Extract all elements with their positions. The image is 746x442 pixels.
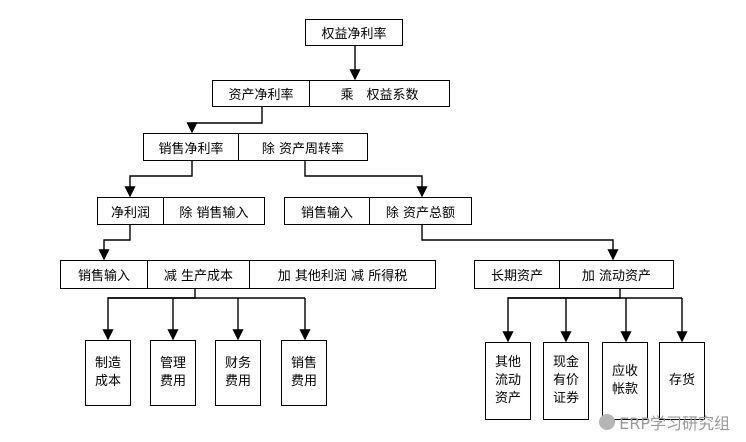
netprofit-sales-box: 净利润 除 销售输入 <box>97 197 265 225</box>
watermark-text: ERP学习研究组 <box>619 414 730 433</box>
plus-other-minus-tax-label: 加 其他利润 减 所得税 <box>249 261 435 288</box>
income-breakdown-box: 销售输入 减 生产成本 加 其他利润 减 所得税 <box>60 260 436 289</box>
roa-label: 资产净利率 <box>228 88 294 103</box>
long-term-assets-label: 长期资产 <box>490 269 543 284</box>
connector-totalassets-to-assets <box>421 224 619 261</box>
leaf-accounts-receivable: 应收帐款 <box>602 342 648 420</box>
plus-current-assets-label: 加 流动资产 <box>559 261 673 288</box>
leaf-cash-securities: 现金有价证券 <box>543 342 589 420</box>
leaf-inventory: 存货 <box>659 342 705 420</box>
div-sales-label: 除 销售输入 <box>163 198 264 224</box>
minus-cost-label: 减 生产成本 <box>147 261 249 288</box>
connector-roa-to-margin <box>186 106 263 134</box>
connector-margin-to-netprofit <box>124 160 193 198</box>
leaf-manufacturing-cost: 制造成本 <box>85 340 131 406</box>
assets-breakdown-box: 长期资产 加 流动资产 <box>474 260 674 289</box>
equity-multiplier-label: 乘 权益系数 <box>309 81 449 106</box>
roe-label: 权益净利率 <box>321 27 387 42</box>
leaf-sales-expense: 销售费用 <box>281 340 327 406</box>
sales-input-label: 销售输入 <box>300 205 353 221</box>
net-profit-label: 净利润 <box>110 205 150 221</box>
connector-current-branch <box>502 288 621 343</box>
asset-turnover-label: 除 资产周转率 <box>238 134 367 160</box>
watermark: ERP学习研究组 <box>599 410 730 434</box>
leaf-management-expense: 管理费用 <box>150 340 196 406</box>
div-total-assets-label: 除 资产总额 <box>369 198 471 224</box>
net-margin-label: 销售净利率 <box>158 141 224 157</box>
margin-turnover-box: 销售净利率 除 资产周转率 <box>143 133 368 161</box>
wechat-icon <box>599 414 616 430</box>
leaf-financial-expense: 财务费用 <box>215 340 261 406</box>
sales-revenue-label: 销售输入 <box>77 269 130 284</box>
connector-netprofit-to-sales <box>98 224 131 261</box>
connector-turnover-to-assets <box>304 160 428 198</box>
roe-box: 权益净利率 <box>305 19 403 46</box>
roa-equity-box: 资产净利率 乘 权益系数 <box>212 80 450 107</box>
connector-cost-branch <box>102 288 196 341</box>
sales-totalassets-box: 销售输入 除 资产总额 <box>284 197 472 225</box>
leaf-other-current-assets: 其他流动资产 <box>485 342 531 420</box>
